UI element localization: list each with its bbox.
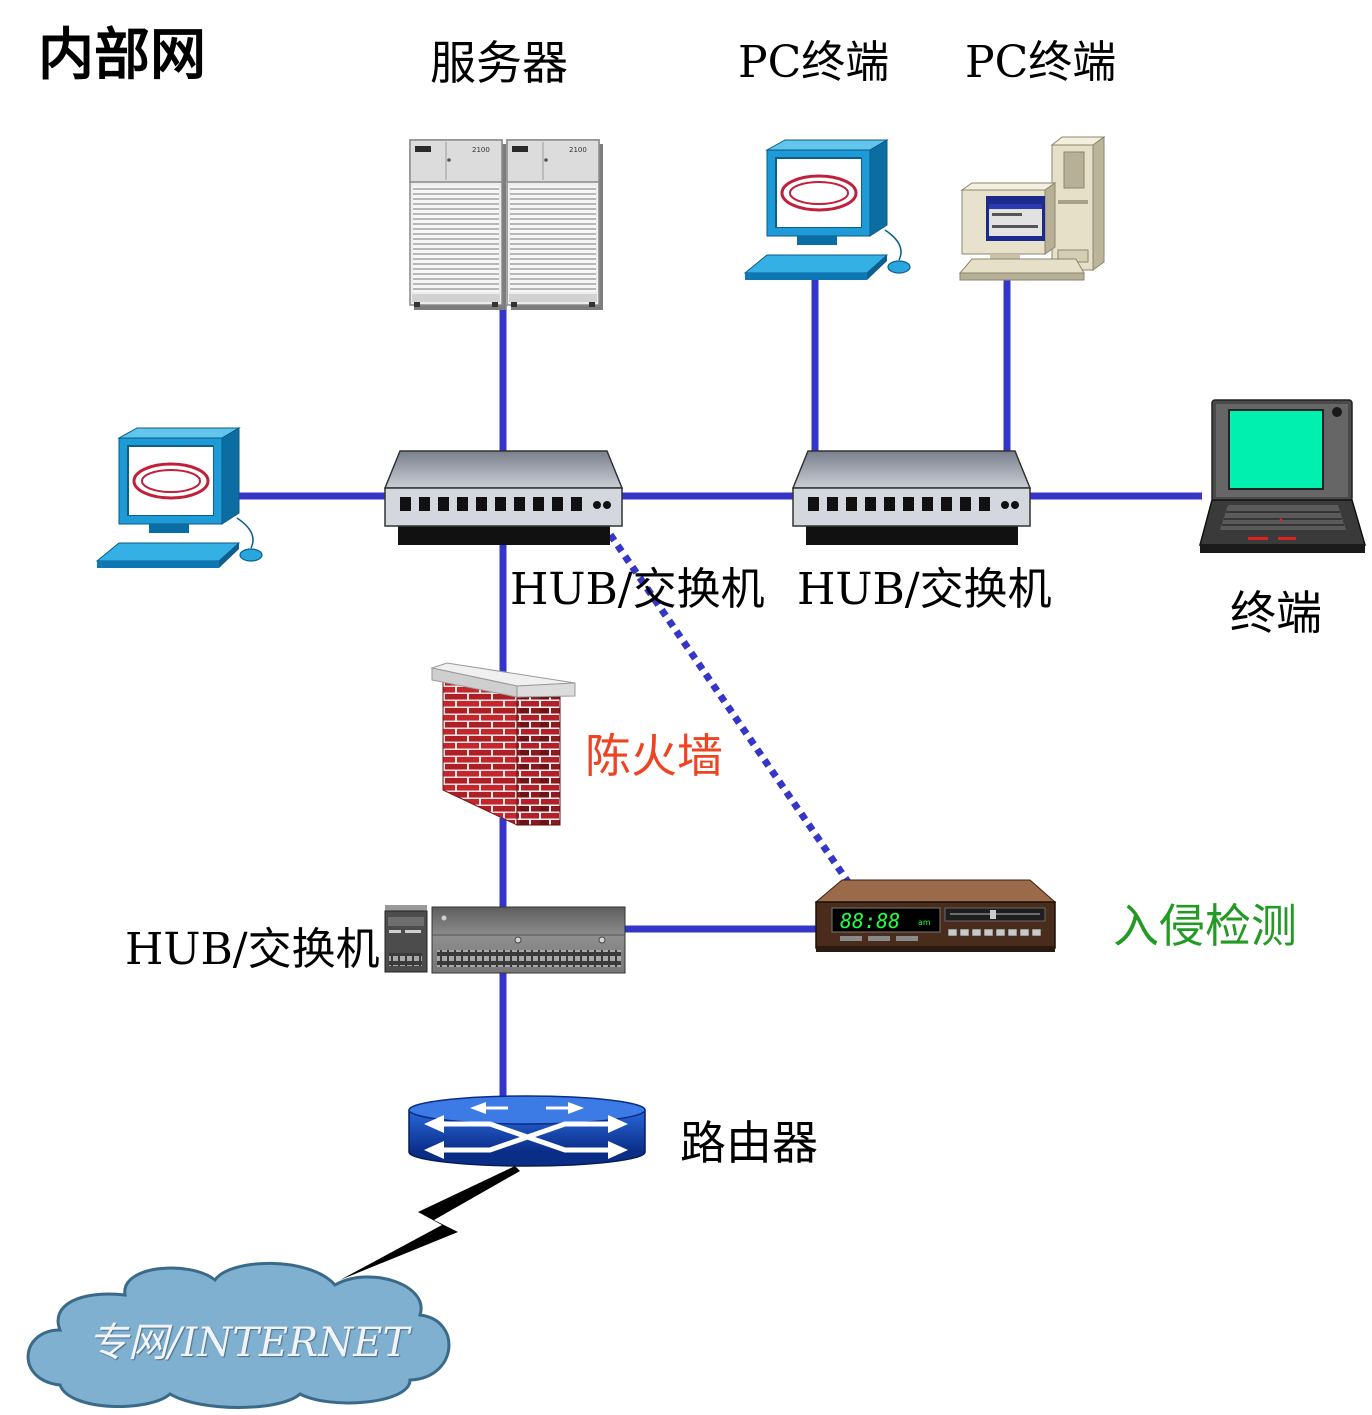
label-terminal: 终端 bbox=[1230, 586, 1322, 640]
links bbox=[236, 278, 1202, 1100]
label-pc-terminal-1: PC终端 bbox=[738, 37, 890, 88]
hub-switch-3-icon bbox=[384, 905, 626, 974]
internet-cloud bbox=[26, 1261, 451, 1409]
ids-device-icon: 88:88 am bbox=[814, 879, 1057, 952]
diagram-title: 内部网 bbox=[38, 23, 206, 88]
label-internet: 专网/INTERNET bbox=[88, 1320, 410, 1366]
firewall-icon bbox=[430, 662, 576, 826]
router-icon bbox=[408, 1095, 646, 1167]
ids-display-text: 88:88 bbox=[840, 909, 900, 933]
pc-workstation-icon bbox=[95, 427, 263, 568]
label-hub-1: HUB/交换机 bbox=[510, 564, 765, 615]
label-ids: 入侵检测 bbox=[1113, 899, 1297, 953]
wan-lightning-link bbox=[340, 1166, 520, 1280]
pc-terminal-1-icon bbox=[743, 138, 912, 282]
ids-display-suffix: am bbox=[918, 918, 931, 927]
server-model-text: 2100 bbox=[472, 146, 490, 154]
label-router: 路由器 bbox=[680, 1116, 818, 1170]
hub-switch-1-icon bbox=[383, 450, 624, 545]
label-server: 服务器 bbox=[430, 36, 568, 90]
label-firewall: 陈火墙 bbox=[585, 729, 723, 783]
label-pc-terminal-2: PC终端 bbox=[965, 37, 1117, 88]
server-icon-2 bbox=[506, 139, 604, 311]
pc-terminal-2-icon bbox=[958, 136, 1106, 281]
server-icon: 2100 bbox=[409, 139, 506, 310]
label-hub-2: HUB/交换机 bbox=[797, 564, 1052, 615]
terminal-laptop-icon bbox=[1199, 399, 1366, 553]
label-hub-3: HUB/交换机 bbox=[125, 924, 380, 975]
hub-switch-2-icon bbox=[792, 450, 1031, 546]
